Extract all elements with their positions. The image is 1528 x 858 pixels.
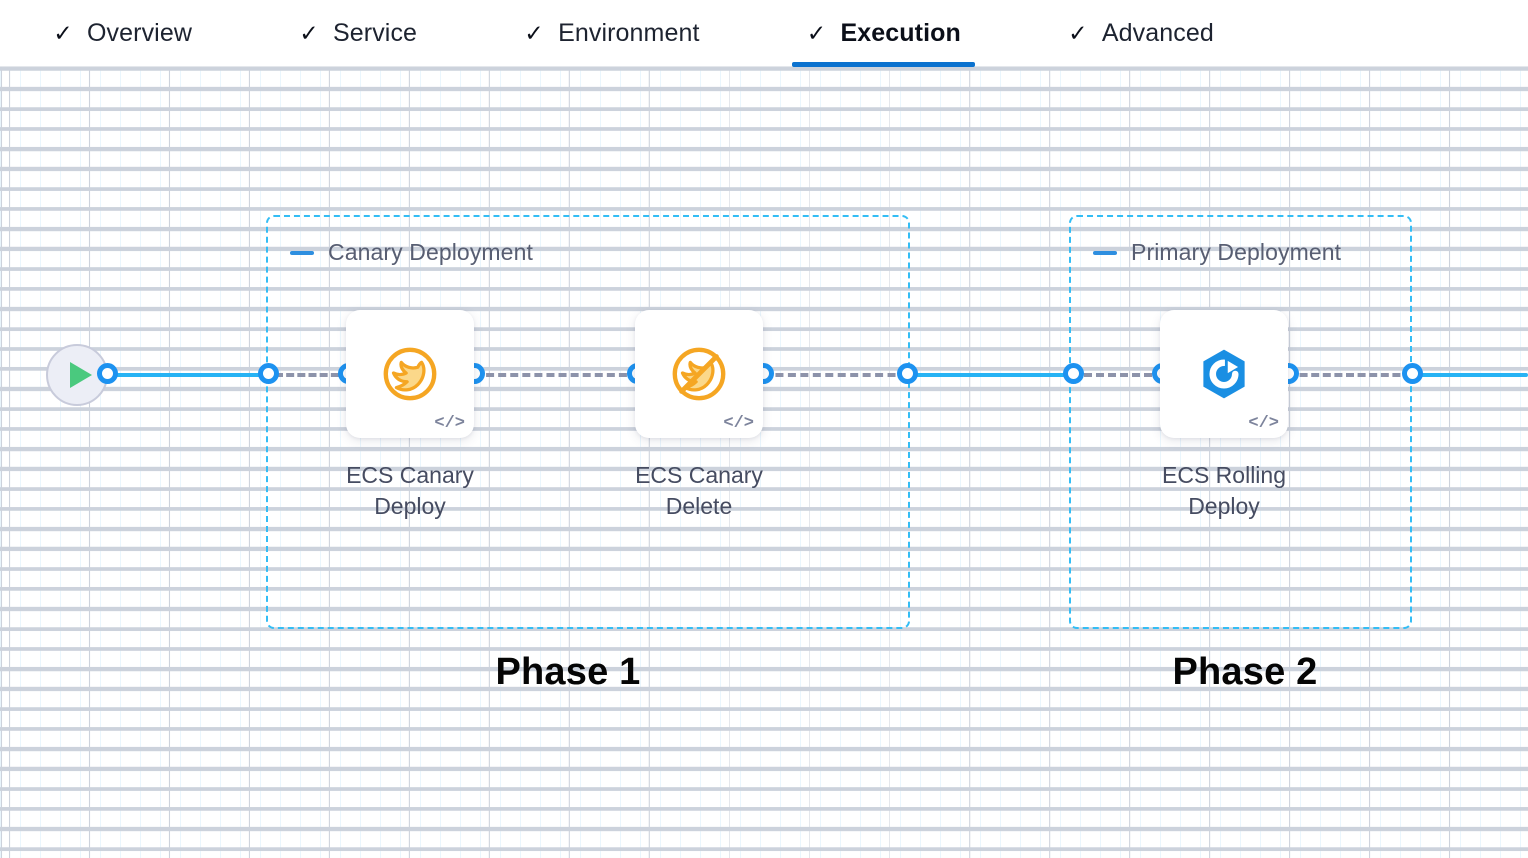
node-ecs-canary-deploy-label: ECS Canary Deploy xyxy=(346,462,474,520)
tab-overview[interactable]: ✓ Overview xyxy=(38,0,206,67)
check-icon: ✓ xyxy=(1068,20,1088,46)
tab-advanced[interactable]: ✓ Advanced xyxy=(1053,0,1228,67)
connector-primary-group-to-next xyxy=(1411,373,1528,377)
check-icon: ✓ xyxy=(806,20,827,46)
node-ecs-canary-deploy[interactable]: </> xyxy=(346,310,474,438)
tab-overview-label: Overview xyxy=(87,18,192,47)
minus-icon[interactable] xyxy=(290,250,314,255)
connector-canary-group-to-deploy xyxy=(275,373,350,377)
phase-label-2: Phase 2 xyxy=(1172,651,1318,693)
canary-bird-delete-icon xyxy=(635,310,763,438)
node-ecs-rolling-deploy[interactable]: </> xyxy=(1160,310,1288,438)
group-primary-deployment[interactable]: Primary Deployment xyxy=(1069,215,1412,629)
group-primary-deployment-title: Primary Deployment xyxy=(1131,239,1342,265)
tab-advanced-label: Advanced xyxy=(1101,18,1214,47)
port-primary-group-in[interactable] xyxy=(1063,363,1084,384)
check-icon: ✓ xyxy=(53,20,73,46)
canary-bird-icon xyxy=(346,310,474,438)
play-icon xyxy=(69,362,92,388)
tab-environment-label: Environment xyxy=(558,18,700,47)
port-primary-group-out[interactable] xyxy=(1402,363,1423,384)
connector-delete-to-canary-group-end xyxy=(763,373,908,377)
port-canary-group-in[interactable] xyxy=(258,363,279,384)
rolling-deploy-icon xyxy=(1160,310,1288,438)
tab-execution[interactable]: ✓ Execution xyxy=(791,0,976,67)
connector-primary-group-to-rolling xyxy=(1072,373,1164,377)
check-icon: ✓ xyxy=(299,20,319,46)
code-badge-icon[interactable]: </> xyxy=(1248,414,1279,433)
tab-environment[interactable]: ✓ Environment xyxy=(509,0,713,67)
code-badge-icon[interactable]: </> xyxy=(723,414,754,433)
minus-icon[interactable] xyxy=(1093,250,1117,255)
tab-service-label: Service xyxy=(333,18,418,47)
pipeline-canvas[interactable]: Canary Deployment Primary Deployment xyxy=(0,67,1528,858)
tab-service[interactable]: ✓ Service xyxy=(284,0,431,67)
connector-deploy-to-delete xyxy=(474,373,639,377)
node-ecs-canary-delete[interactable]: </> xyxy=(635,310,763,438)
connector-start-to-canary-group xyxy=(110,373,266,377)
connector-rolling-to-primary-group-end xyxy=(1288,373,1412,377)
group-canary-deployment-header: Canary Deployment xyxy=(290,239,533,266)
group-canary-deployment[interactable]: Canary Deployment xyxy=(266,215,910,629)
phase-label-1: Phase 1 xyxy=(495,651,641,693)
code-badge-icon[interactable]: </> xyxy=(434,414,465,433)
node-ecs-canary-delete-label: ECS Canary Delete xyxy=(635,462,763,520)
port-start-out[interactable] xyxy=(97,363,118,384)
port-canary-group-out[interactable] xyxy=(897,363,918,384)
group-primary-deployment-header: Primary Deployment xyxy=(1093,239,1341,266)
stage-tab-bar: ✓ Overview ✓ Service ✓ Environment ✓ Exe… xyxy=(0,0,1528,67)
group-canary-deployment-title: Canary Deployment xyxy=(328,239,533,265)
tab-execution-label: Execution xyxy=(840,18,961,47)
connector-canary-group-to-primary-group xyxy=(908,373,1073,377)
node-ecs-rolling-deploy-label: ECS Rolling Deploy xyxy=(1162,462,1286,520)
check-icon: ✓ xyxy=(524,20,544,46)
